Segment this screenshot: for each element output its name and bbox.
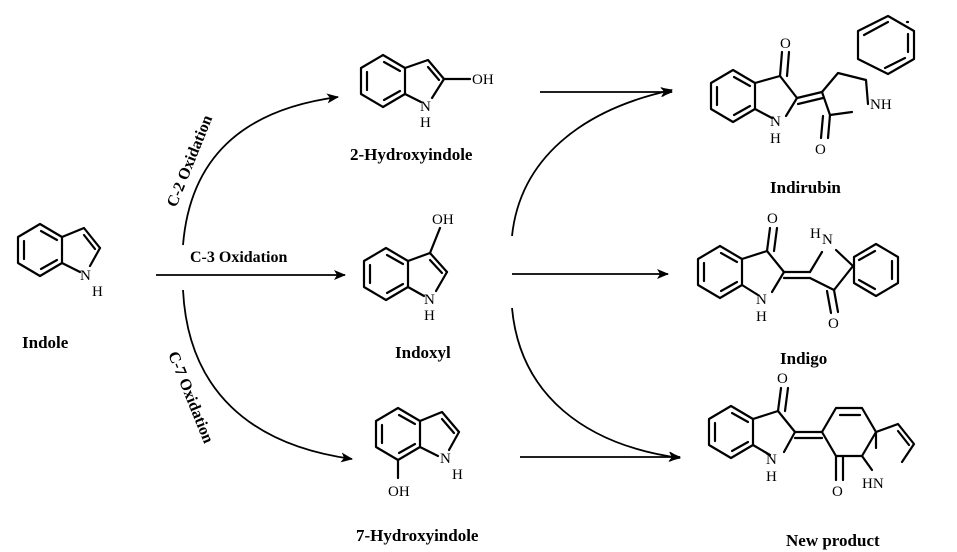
atom-h: H	[756, 309, 767, 325]
atom-n: N	[770, 114, 781, 130]
hydroxyindole2-structure: OH N H	[359, 53, 494, 131]
atom-n: N	[822, 232, 833, 248]
atom-oh: OH	[432, 212, 454, 228]
arrow-c2	[182, 93, 339, 246]
label-c7-oxidation: C-7 Oxidation	[164, 349, 216, 446]
label-2-hydroxyindole: 2-Hydroxyindole	[350, 145, 473, 164]
indoxyl-structure: OH N H	[362, 212, 454, 324]
atom-n: N	[440, 451, 451, 467]
label-indigo: Indigo	[780, 349, 827, 368]
label-indoxyl: Indoxyl	[395, 343, 451, 362]
new-product-structure: O N H O HN	[707, 371, 916, 500]
atom-oh: OH	[388, 484, 410, 500]
atom-h: H	[92, 284, 103, 300]
atom-o: O	[815, 142, 826, 158]
indigo-structure: O N H O N H	[696, 211, 900, 332]
label-7-hydroxyindole: 7-Hydroxyindole	[356, 526, 479, 545]
label-new-product: New product	[786, 531, 880, 550]
atom-h: H	[420, 115, 431, 131]
atom-o: O	[767, 211, 778, 227]
label-indirubin: Indirubin	[770, 178, 841, 197]
hydroxyindole7-structure: OH N H	[374, 406, 463, 500]
atom-h: H	[770, 131, 781, 147]
label-indole: Indole	[22, 333, 69, 352]
arrow-indoxyl-indirubin	[511, 87, 673, 237]
label-c3-oxidation: C-3 Oxidation	[190, 249, 287, 266]
atom-oh: OH	[472, 72, 494, 88]
atom-o: O	[832, 484, 843, 500]
label-c2-oxidation: C-2 Oxidation	[164, 113, 216, 210]
atom-n: N	[80, 268, 91, 284]
atom-h: H	[766, 469, 777, 485]
atom-o: O	[828, 316, 839, 332]
atom-h: H	[810, 226, 821, 242]
atom-h: H	[452, 467, 463, 483]
atom-hn: HN	[862, 476, 884, 492]
atom-n: N	[756, 292, 767, 308]
atom-nh: NH	[870, 97, 892, 113]
atom-h: H	[424, 308, 435, 324]
atom-n: N	[766, 452, 777, 468]
arrow-indoxyl-newproduct	[511, 307, 681, 462]
atom-n: N	[420, 99, 431, 115]
atom-o: O	[780, 36, 791, 52]
arrow-c7	[182, 289, 353, 463]
atom-o: O	[777, 371, 788, 387]
indole-structure: N H	[16, 222, 103, 300]
atom-n: N	[424, 292, 435, 308]
indirubin-structure: O N H O NH	[709, 14, 916, 158]
